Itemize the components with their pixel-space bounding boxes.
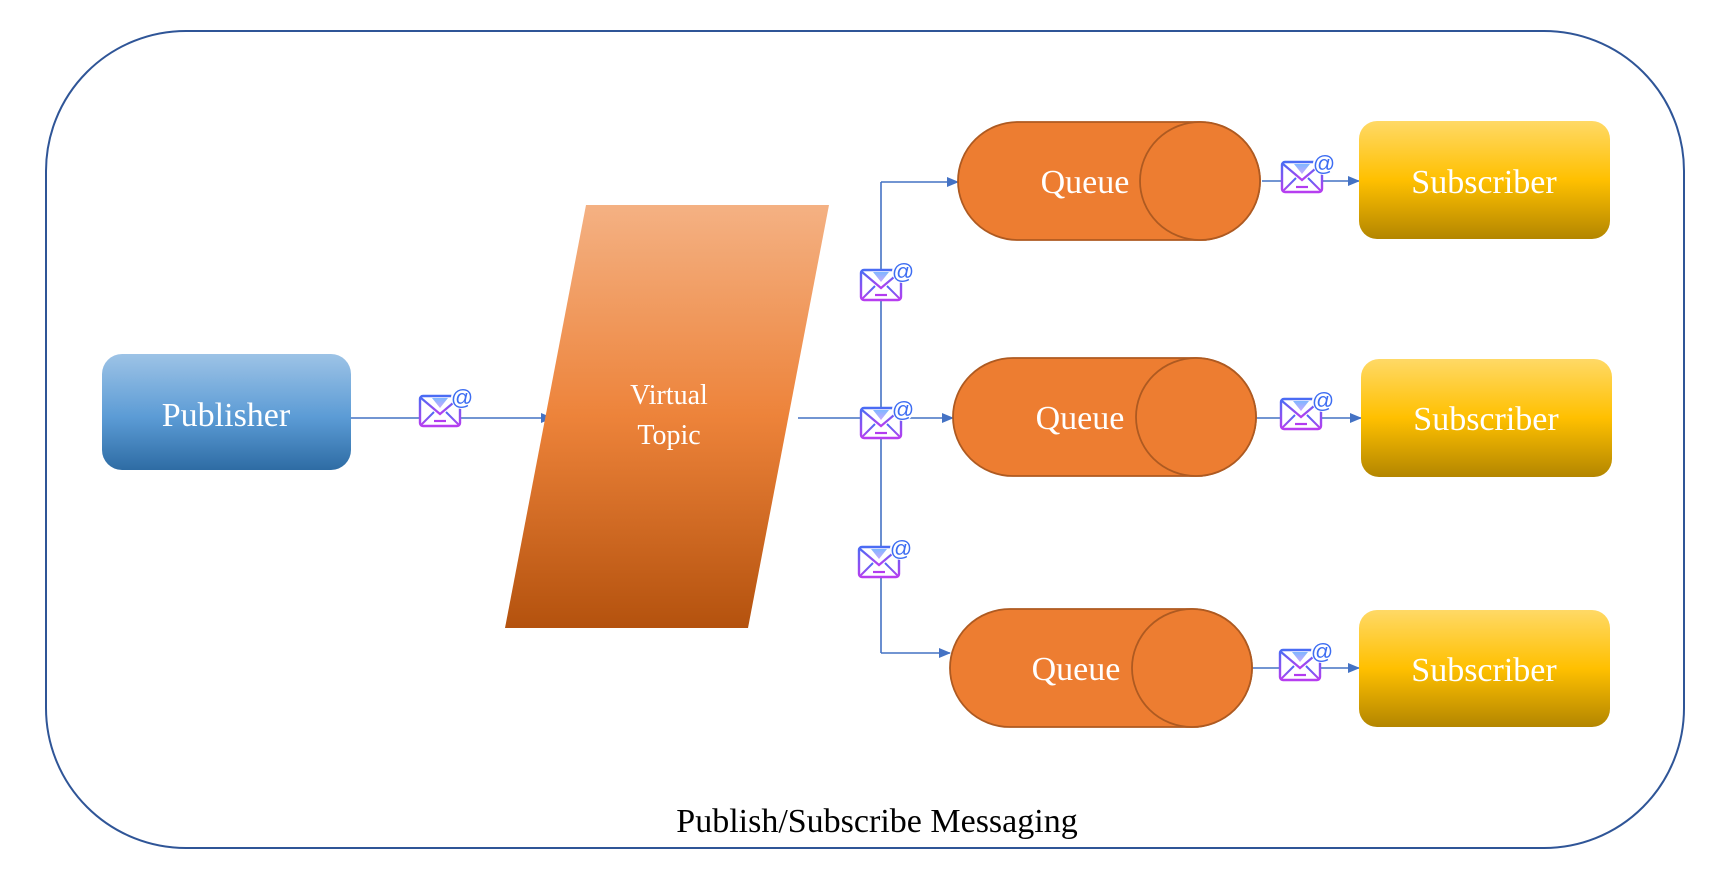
email-at-icon (857, 534, 914, 579)
topic-label-line2: Topic (637, 420, 700, 451)
subscriber-3-label: Subscriber (1411, 652, 1557, 689)
email-at-icon (859, 257, 916, 302)
diagram-frame (45, 30, 1685, 849)
queue-2-label: Queue (1036, 400, 1125, 437)
queue-node-3: Queue (949, 608, 1253, 728)
publisher-label: Publisher (162, 397, 291, 434)
queue-3-label: Queue (1032, 651, 1121, 688)
email-at-icon (859, 395, 916, 440)
email-at-icon (1278, 637, 1335, 682)
subscriber-node-3: Subscriber (1359, 610, 1610, 727)
email-at-icon (418, 383, 475, 428)
publisher-node: Publisher (102, 354, 351, 470)
topic-label-line1: Virtual (630, 380, 708, 411)
diagram-caption: Publish/Subscribe Messaging (676, 803, 1077, 840)
queue-node-2: Queue (952, 357, 1257, 477)
queue-1-label: Queue (1041, 164, 1130, 201)
queue-node-1: Queue (957, 121, 1261, 241)
subscriber-1-label: Subscriber (1411, 164, 1557, 201)
virtual-topic-node: Virtual Topic (505, 205, 829, 628)
subscriber-2-label: Subscriber (1413, 401, 1559, 438)
subscriber-node-1: Subscriber (1359, 121, 1610, 239)
email-at-icon (1279, 386, 1336, 431)
email-at-icon (1280, 149, 1337, 194)
subscriber-node-2: Subscriber (1361, 359, 1612, 477)
